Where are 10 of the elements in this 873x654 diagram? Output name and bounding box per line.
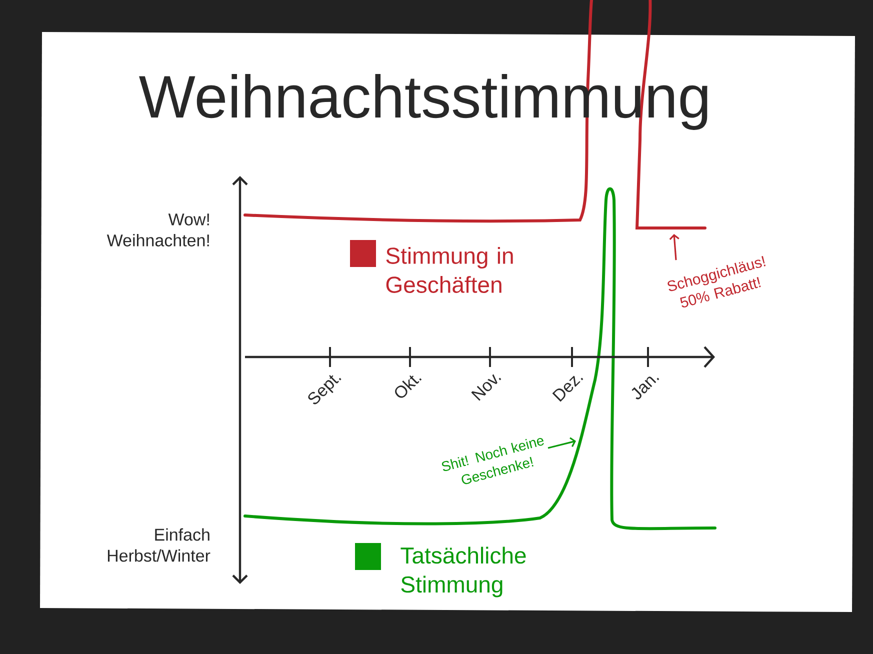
legend-label: Stimmung in Geschäften [386,247,513,293]
leader-line [548,437,576,449]
axis-label: Einfach Herbst/Winter [108,528,210,562]
month-label: Okt. [395,375,422,398]
legend-label: Tatsächliche Stimmung [400,546,526,598]
month-label: Nov. [471,374,502,401]
axis-label: Wow! Weihnachten! [106,214,209,246]
month-label: Dez. [552,376,584,402]
leader-line [669,234,680,260]
month-label: Jan. [632,376,660,400]
